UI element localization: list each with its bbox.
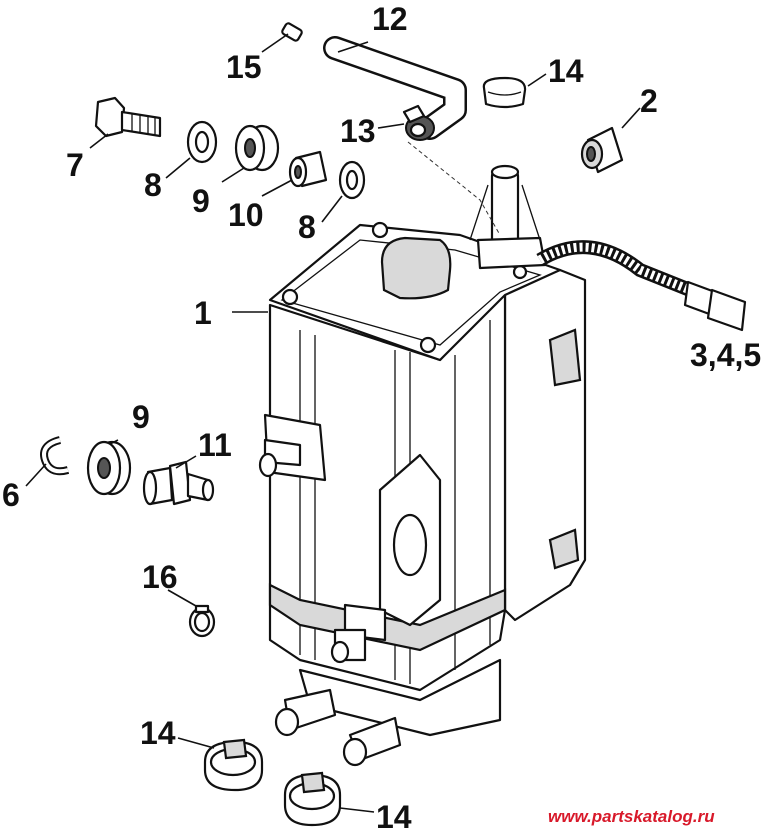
callout-14-top: 14 (548, 53, 584, 89)
callout-10: 10 (228, 197, 264, 233)
part-14-clamp-left (203, 738, 264, 792)
callout-9-a: 9 (192, 183, 210, 219)
part-11-fitting (142, 460, 215, 506)
part-14-clamp-top (482, 76, 527, 109)
callout-3-4-5: 3,4,5 (690, 337, 761, 373)
callout-12: 12 (372, 1, 408, 37)
part-9-grommet-b (86, 440, 132, 496)
part-6-clip (40, 436, 70, 476)
part-13-clamp (402, 104, 435, 141)
callout-labels: 1 2 3,4,5 6 7 8 8 9 9 10 11 12 13 14 14 … (2, 1, 761, 835)
part-16-clamp (188, 604, 216, 638)
part-15-pin (281, 22, 303, 42)
callout-8-b: 8 (298, 209, 316, 245)
callout-16: 16 (142, 559, 178, 595)
callout-2: 2 (640, 83, 658, 119)
callout-11: 11 (198, 427, 232, 463)
vapor-separator-body (258, 164, 747, 767)
part-12-hose (323, 36, 467, 140)
callout-14-bottom: 14 (376, 799, 412, 835)
callout-8-a: 8 (144, 167, 162, 203)
callout-13: 13 (340, 113, 376, 149)
part-10-bushing (288, 150, 328, 188)
assembly-line (407, 141, 501, 236)
callout-14-left: 14 (140, 715, 176, 751)
leader-lines (25, 33, 641, 813)
part-14-clamp-bottom (283, 771, 342, 827)
callout-7: 7 (66, 147, 84, 183)
part-8-washer-b (338, 160, 366, 200)
part-7-bolt (94, 96, 162, 138)
part-9-grommet-a (234, 124, 280, 172)
part-2-cap (580, 126, 624, 174)
part-8-washer-a (186, 120, 218, 164)
callout-9-b: 9 (132, 399, 150, 435)
callout-1: 1 (194, 295, 212, 331)
callout-6: 6 (2, 477, 20, 513)
watermark-link[interactable]: www.partskatalog.ru (548, 807, 715, 826)
callout-15: 15 (226, 49, 262, 85)
